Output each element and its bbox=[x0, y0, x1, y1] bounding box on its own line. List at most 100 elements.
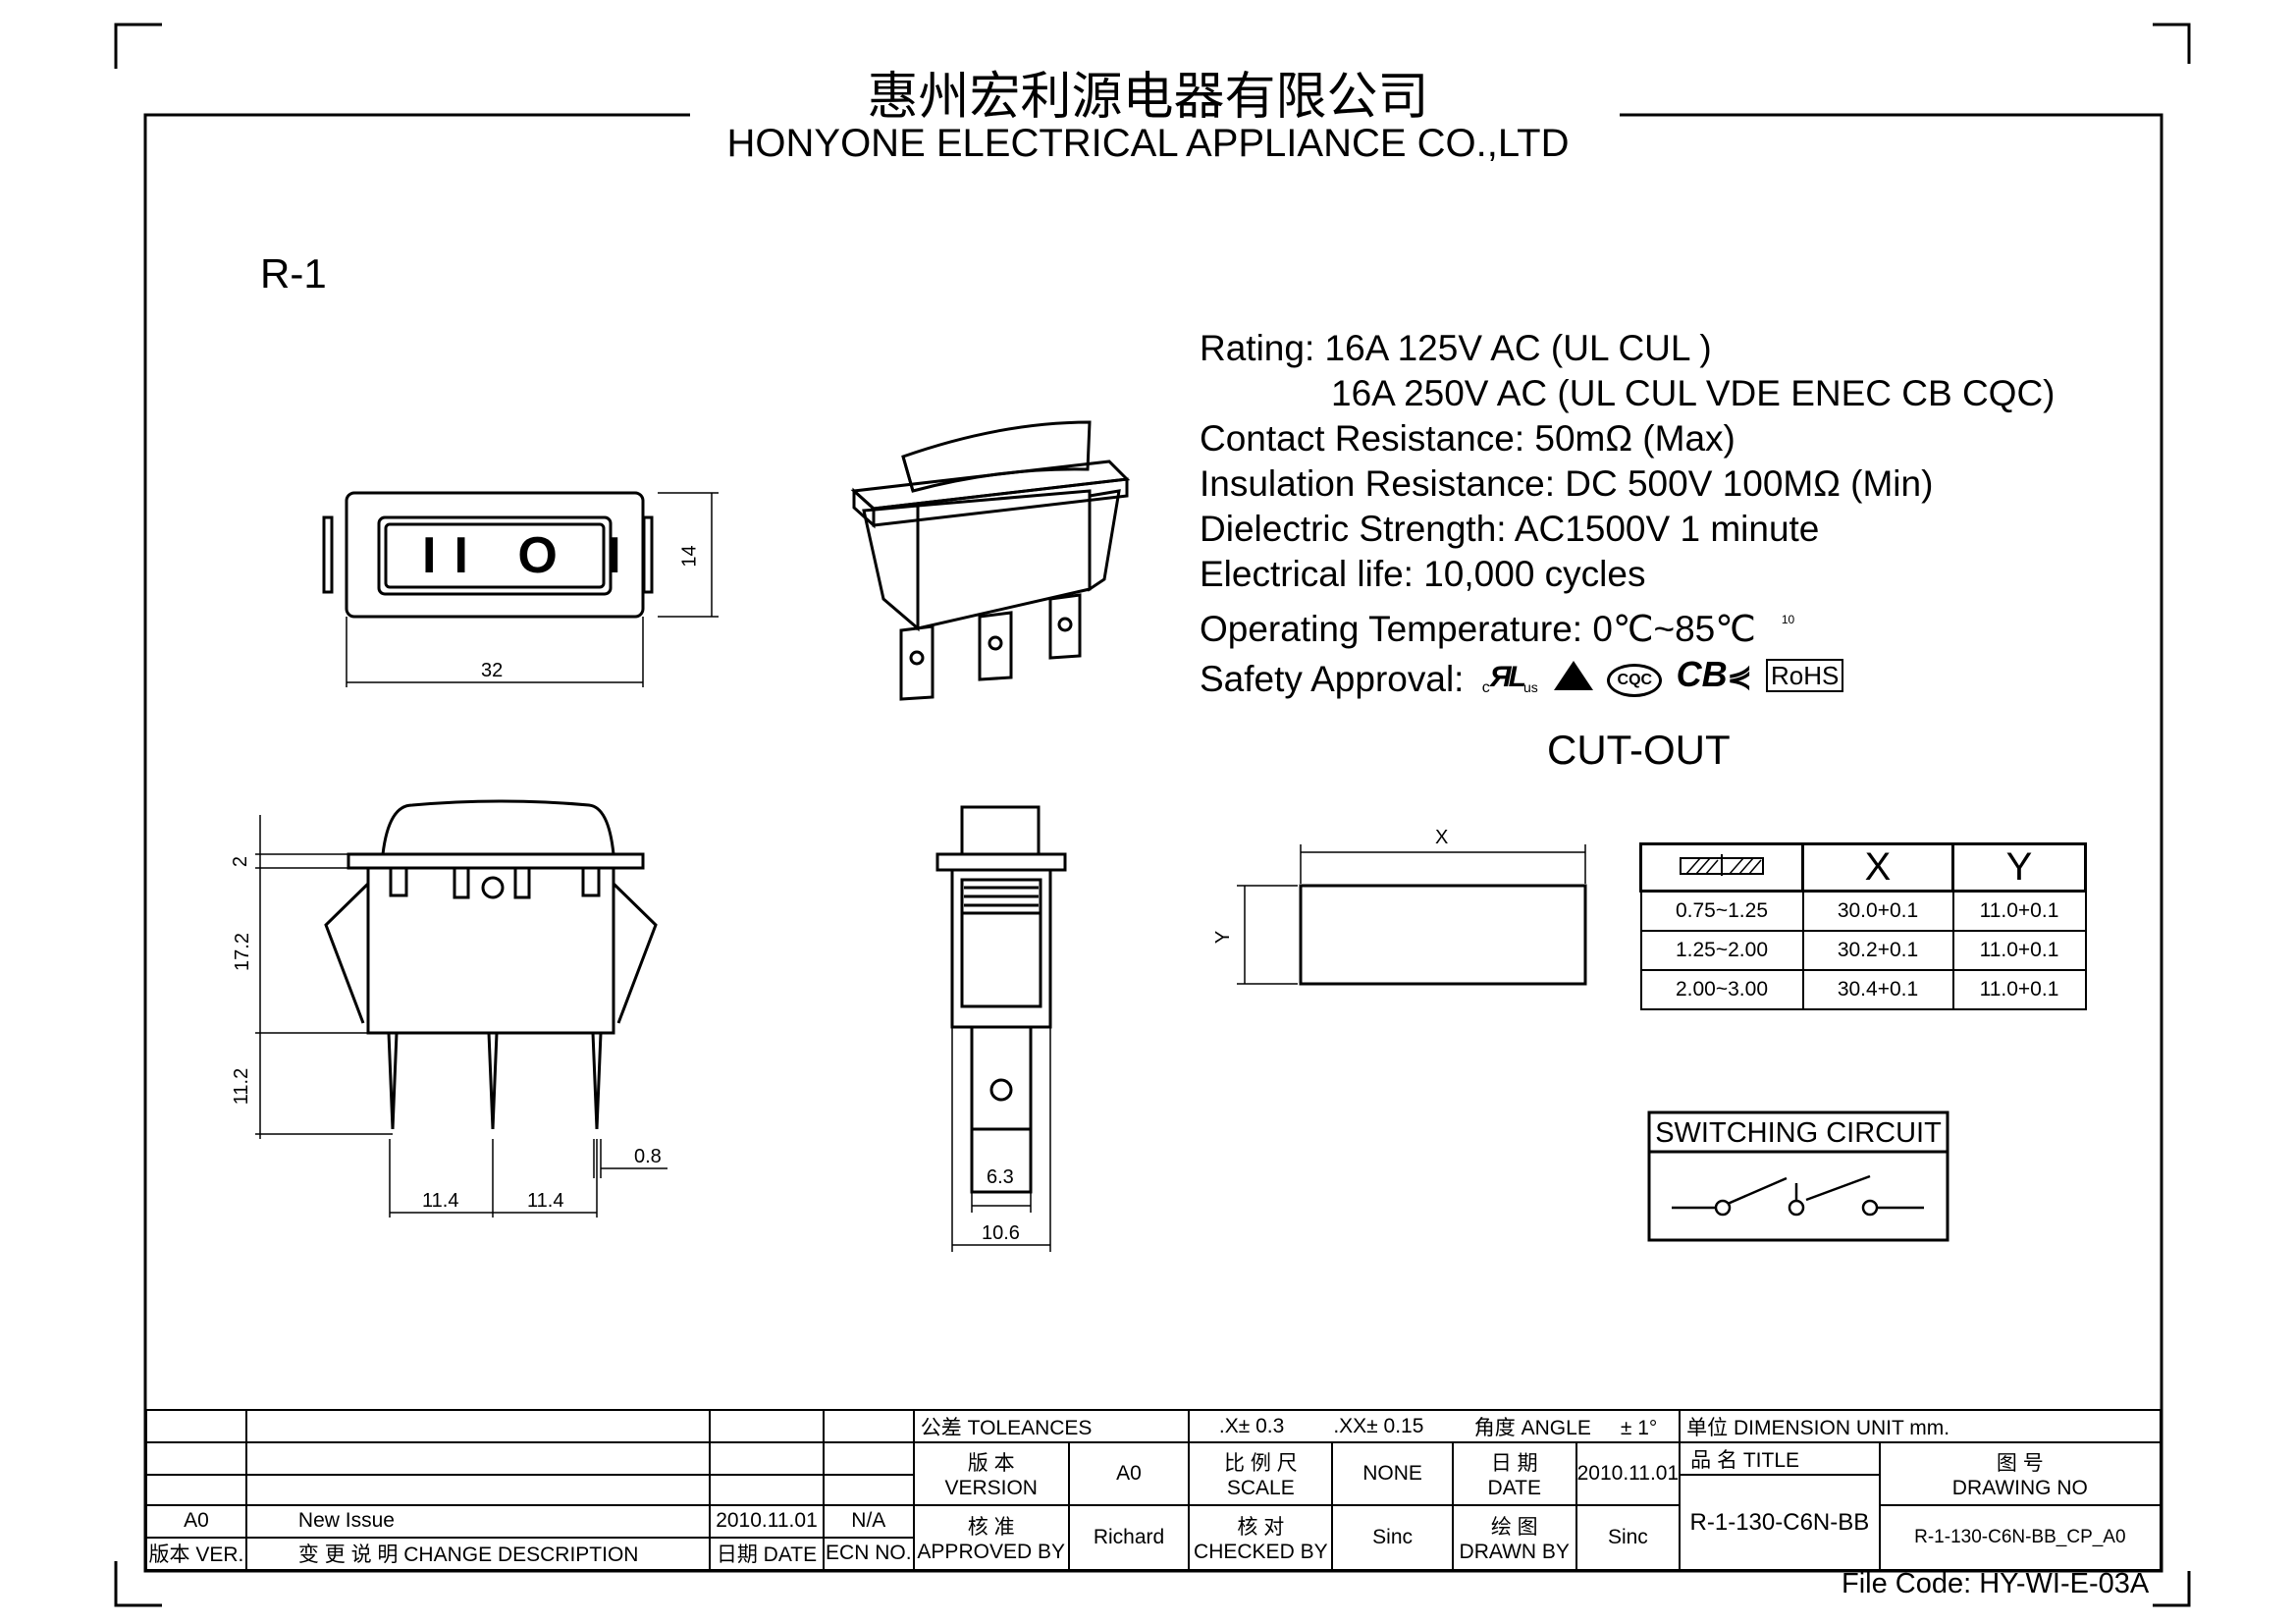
cell-thickness: 2.00~3.00 bbox=[1639, 968, 1804, 1010]
cell-thickness: 1.25~2.00 bbox=[1639, 929, 1804, 971]
header-change-description: 变 更 说 明 CHANGE DESCRIPTION bbox=[244, 1536, 712, 1572]
front-view bbox=[322, 491, 654, 619]
spec-rating-1: Rating: 16A 125V AC (UL CUL ) bbox=[1200, 328, 1712, 368]
drawn-en: DRAWN BY bbox=[1459, 1540, 1570, 1563]
spec-insulation-resistance: Insulation Resistance: DC 500V 100MΩ (Mi… bbox=[1200, 463, 1934, 504]
dim-pin: 11.2 bbox=[231, 1067, 253, 1106]
drawn-value: Sinc bbox=[1575, 1503, 1682, 1572]
switching-circuit-box bbox=[1647, 1110, 1949, 1242]
revision-version: A0 bbox=[145, 1503, 247, 1539]
drawing-no-en: DRAWING NO bbox=[1951, 1476, 2088, 1499]
header-version: 版本 VER. bbox=[145, 1536, 247, 1572]
file-code: File Code: HY-WI-E-03A bbox=[1842, 1568, 2150, 1599]
header-ecn: ECN NO. bbox=[822, 1536, 915, 1572]
approved-en: APPROVED BY bbox=[917, 1540, 1065, 1563]
approved-cn: 核 准 bbox=[967, 1515, 1015, 1539]
cutout-label-x: X bbox=[1435, 827, 1449, 848]
date-value: 2010.11.01 bbox=[1575, 1441, 1682, 1506]
title-value: R-1-130-C6N-BB bbox=[1679, 1474, 1881, 1571]
cutout-header-x: X bbox=[1801, 842, 1954, 893]
spec-safety-approval: Safety Approval: cЯLus VDE CQC CB⋞ RoHS bbox=[1200, 652, 2056, 711]
date-en: DATE bbox=[1487, 1476, 1541, 1499]
revision-ecn: N/A bbox=[822, 1503, 915, 1539]
end-view bbox=[935, 805, 1067, 1194]
dim-body: 17.2 bbox=[231, 933, 253, 971]
switch-symbols: II O I bbox=[422, 527, 639, 584]
model-label: R-1 bbox=[260, 250, 327, 297]
dim-pitch-2: 11.4 bbox=[527, 1190, 564, 1212]
end-view-dimensions bbox=[951, 1027, 1051, 1252]
cell-thickness: 0.75~1.25 bbox=[1639, 890, 1804, 932]
dimension-unit: 单位 DIMENSION UNIT mm. bbox=[1679, 1409, 2162, 1443]
tolerances-label: 公差 TOLEANCES bbox=[912, 1409, 1191, 1443]
panel-thickness-icon bbox=[1639, 842, 1804, 893]
angle-value: ± 1° bbox=[1620, 1416, 1658, 1439]
operating-temperature-text: Operating Temperature: 0℃~85℃ bbox=[1200, 609, 1756, 649]
cell-x: 30.0+0.1 bbox=[1801, 890, 1954, 932]
ul-us-mark: us bbox=[1522, 679, 1538, 695]
title-label: 品 名 TITLE bbox=[1679, 1441, 1881, 1476]
cert-marks: cЯLus VDE CQC CB⋞ RoHS bbox=[1482, 652, 1844, 711]
company-name-cn: 惠州宏利源电器有限公司 bbox=[867, 68, 1429, 127]
title-block: 公差 TOLEANCES .X± 0.3.XX± 0.15 角度 ANGLE± … bbox=[145, 1409, 2163, 1572]
dim-pin-thick: 0.8 bbox=[634, 1146, 662, 1167]
cell-x: 30.4+0.1 bbox=[1801, 968, 1954, 1010]
date-cn: 日 期 bbox=[1490, 1451, 1538, 1475]
scale-value: NONE bbox=[1331, 1441, 1454, 1506]
switching-circuit-title: SWITCHING CIRCUIT bbox=[1655, 1117, 1942, 1149]
tolerance-xx: .XX± 0.15 bbox=[1333, 1414, 1424, 1437]
cutout-rect bbox=[1299, 884, 1587, 986]
dim-terminal: 6.3 bbox=[987, 1166, 1014, 1188]
version-en: VERSION bbox=[944, 1476, 1038, 1499]
checked-cn: 核 对 bbox=[1237, 1515, 1285, 1539]
ul-icon: ЯL bbox=[1489, 661, 1526, 693]
dim-top: 2 bbox=[230, 855, 252, 868]
ul-c-mark: c bbox=[1481, 679, 1490, 696]
panel-thickness-svg bbox=[1680, 853, 1764, 876]
cb-icon: CB bbox=[1676, 654, 1728, 694]
table-row: 1.25~2.00 30.2+0.1 11.0+0.1 bbox=[1639, 929, 2087, 971]
side-view bbox=[324, 799, 658, 1130]
tolerance-x: .X± 0.3 bbox=[1218, 1414, 1285, 1437]
enec-icon: ⋞ bbox=[1727, 661, 1752, 693]
corner-mark-top-left bbox=[114, 23, 162, 69]
version-cn: 版 本 bbox=[967, 1451, 1015, 1475]
header-date: 日期 DATE bbox=[709, 1536, 825, 1572]
drawing-no-cn: 图 号 bbox=[1996, 1451, 2044, 1475]
drawing-frame bbox=[143, 113, 2163, 1573]
iso-view bbox=[850, 420, 1131, 701]
dim-pitch-1: 11.4 bbox=[422, 1190, 459, 1212]
safety-approval-label: Safety Approval: bbox=[1200, 658, 1465, 699]
cutout-label-y: Y bbox=[1212, 930, 1235, 945]
revision-date: 2010.11.01 bbox=[709, 1503, 825, 1539]
corner-mark-bottom-right bbox=[2153, 1571, 2191, 1607]
checked-value: Sinc bbox=[1331, 1503, 1454, 1572]
cutout-title: CUT-OUT bbox=[1547, 727, 1731, 773]
dim-end-width: 10.6 bbox=[982, 1222, 1020, 1244]
table-row: 2.00~3.00 30.4+0.1 11.0+0.1 bbox=[1639, 968, 2087, 1010]
cqc-icon: CQC bbox=[1607, 664, 1663, 697]
company-name-en: HONYONE ELECTRICAL APPLIANCE CO.,LTD bbox=[726, 122, 1570, 165]
spec-list: Rating: 16A 125V AC (UL CUL ) 16A 250V A… bbox=[1200, 326, 2056, 711]
cell-y: 11.0+0.1 bbox=[1951, 929, 2087, 971]
checked-en: CHECKED BY bbox=[1194, 1540, 1328, 1563]
drawing-no-value: R-1-130-C6N-BB_CP_A0 bbox=[1878, 1503, 2163, 1572]
scale-en: SCALE bbox=[1226, 1476, 1295, 1499]
cell-y: 11.0+0.1 bbox=[1951, 968, 2087, 1010]
side-view-dimensions bbox=[255, 815, 667, 1218]
dim-front-height: 14 bbox=[678, 545, 701, 568]
cutout-header-y: Y bbox=[1951, 842, 2087, 893]
dim-front-width: 32 bbox=[481, 660, 504, 681]
vde-icon: VDE bbox=[1554, 661, 1594, 700]
table-row: 0.75~1.25 30.0+0.1 11.0+0.1 bbox=[1639, 890, 2087, 932]
version-value: A0 bbox=[1067, 1441, 1191, 1506]
spec-rating-2: 16A 250V AC (UL CUL VDE ENEC CB CQC) bbox=[1331, 373, 2056, 413]
spec-electrical-life: Electrical life: 10,000 cycles bbox=[1200, 554, 1646, 594]
scale-cn: 比 例 尺 bbox=[1223, 1451, 1298, 1475]
revision-description: New Issue bbox=[244, 1503, 712, 1539]
switching-circuit-symbol bbox=[1672, 1174, 1924, 1217]
approved-value: Richard bbox=[1067, 1503, 1191, 1572]
spec-dielectric-strength: Dielectric Strength: AC1500V 1 minute bbox=[1200, 509, 1820, 549]
